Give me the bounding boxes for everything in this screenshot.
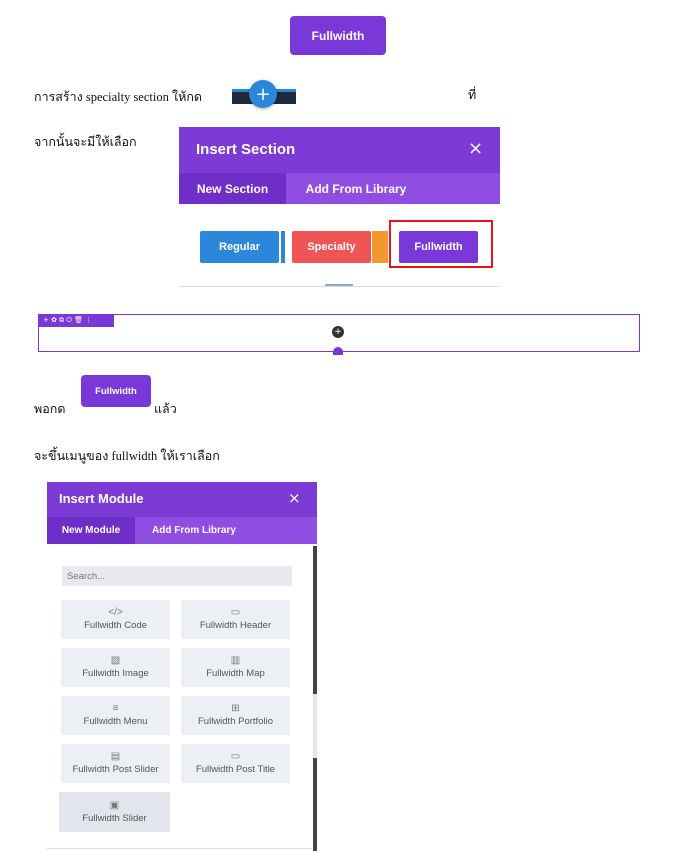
tab-module-library-label: Add From Library bbox=[152, 525, 236, 536]
module-search-input[interactable] bbox=[62, 566, 292, 586]
fullwidth-button-top-label: Fullwidth bbox=[311, 28, 365, 43]
regular-button-edge bbox=[281, 231, 285, 263]
module-list-scrollbar-track[interactable] bbox=[313, 546, 317, 851]
tab-new-section-label: New Section bbox=[196, 181, 269, 196]
module-list-scrollbar-thumb[interactable] bbox=[313, 546, 317, 694]
insert-section-tabs: New Section Add From Library bbox=[179, 173, 500, 204]
step1-text-after: ที่ bbox=[468, 88, 477, 102]
module-fullwidth-header[interactable]: ▭ Fullwidth Header bbox=[181, 600, 290, 639]
module-label: Fullwidth Code bbox=[84, 620, 147, 631]
step4-text: จะขึ้นเมนูของ fullwidth ให้เราเลือก bbox=[34, 449, 220, 463]
module-label: Fullwidth Image bbox=[82, 668, 149, 679]
insert-module-header: Insert Module × bbox=[47, 482, 317, 517]
post-slider-icon: ▤ bbox=[110, 751, 121, 762]
dialog-bottom-mark bbox=[325, 284, 353, 286]
map-icon: ▥ bbox=[230, 655, 241, 666]
image-icon: ▨ bbox=[110, 655, 121, 666]
slider-icon: ▣ bbox=[109, 799, 120, 811]
step3-text-before: พอกด bbox=[34, 402, 66, 416]
close-icon[interactable]: × bbox=[288, 489, 301, 507]
insert-module-dialog: Insert Module × New Module Add From Libr… bbox=[47, 482, 317, 851]
dialog-bottom-line bbox=[179, 286, 500, 287]
insert-section-dialog: Insert Section × New Section Add From Li… bbox=[179, 127, 500, 288]
specialty-button-edge bbox=[372, 231, 388, 263]
add-module-button[interactable]: + bbox=[332, 326, 344, 338]
fullwidth-highlight-box bbox=[389, 220, 493, 268]
module-label: Fullwidth Portfolio bbox=[198, 716, 273, 727]
close-icon[interactable]: × bbox=[468, 138, 484, 159]
module-fullwidth-portfolio[interactable]: ⊞ Fullwidth Portfolio bbox=[181, 696, 290, 735]
code-icon: </> bbox=[108, 607, 123, 618]
grid-icon: ⊞ bbox=[231, 703, 240, 714]
step1-text: การสร้าง specialty section ให้กด bbox=[34, 90, 203, 104]
tab-module-library[interactable]: Add From Library bbox=[135, 517, 253, 544]
add-section-plus-button[interactable]: + bbox=[249, 80, 277, 108]
menu-icon: ≡ bbox=[112, 703, 119, 714]
module-fullwidth-map[interactable]: ▥ Fullwidth Map bbox=[181, 648, 290, 687]
step3-text-after: แล้ว bbox=[154, 402, 177, 416]
fullwidth-section-button[interactable]: Fullwidth bbox=[399, 231, 478, 263]
insert-section-title: Insert Section bbox=[196, 141, 296, 158]
module-label: Fullwidth Menu bbox=[83, 716, 148, 727]
regular-button[interactable]: Regular bbox=[200, 231, 279, 263]
insert-module-title: Insert Module bbox=[59, 491, 144, 506]
insert-section-header: Insert Section × bbox=[179, 127, 500, 173]
plus-icon: + bbox=[255, 83, 271, 105]
tab-new-module-label: New Module bbox=[61, 525, 121, 536]
tab-add-from-library[interactable]: Add From Library bbox=[286, 173, 426, 204]
module-label: Fullwidth Post Slider bbox=[72, 764, 159, 775]
plus-icon: + bbox=[334, 327, 342, 337]
module-fullwidth-image[interactable]: ▨ Fullwidth Image bbox=[61, 648, 170, 687]
header-icon: ▭ bbox=[230, 607, 241, 618]
module-list-scrollbar-thumb-lower[interactable] bbox=[313, 758, 317, 851]
section-toolbar[interactable]: + ✿ ⧉ ⏻ 🗑 ⋮ bbox=[38, 314, 114, 327]
tab-new-module[interactable]: New Module bbox=[47, 517, 135, 544]
fullwidth-button-inline[interactable]: Fullwidth bbox=[81, 375, 151, 407]
module-fullwidth-post-title[interactable]: ▭ Fullwidth Post Title bbox=[181, 744, 290, 783]
module-label: Fullwidth Header bbox=[199, 620, 272, 631]
module-label: Fullwidth Slider bbox=[82, 812, 147, 824]
fullwidth-button-top[interactable]: Fullwidth bbox=[290, 16, 386, 55]
module-fullwidth-menu[interactable]: ≡ Fullwidth Menu bbox=[61, 696, 170, 735]
post-title-icon: ▭ bbox=[230, 751, 241, 762]
tab-new-section[interactable]: New Section bbox=[179, 173, 286, 204]
regular-button-label: Regular bbox=[219, 241, 260, 253]
module-fullwidth-post-slider[interactable]: ▤ Fullwidth Post Slider bbox=[61, 744, 170, 783]
module-fullwidth-code[interactable]: </> Fullwidth Code bbox=[61, 600, 170, 639]
add-row-button[interactable] bbox=[333, 347, 343, 355]
specialty-button[interactable]: Specialty bbox=[292, 231, 371, 263]
module-list-bottom-line bbox=[47, 848, 312, 849]
module-label: Fullwidth Map bbox=[206, 668, 265, 679]
specialty-button-label: Specialty bbox=[307, 241, 356, 253]
module-label: Fullwidth Post Title bbox=[195, 764, 276, 775]
module-fullwidth-slider[interactable]: ▣ Fullwidth Slider bbox=[59, 792, 170, 832]
tab-add-from-library-label: Add From Library bbox=[305, 181, 407, 196]
fullwidth-section-button-label: Fullwidth bbox=[414, 241, 463, 253]
insert-module-tabs: New Module Add From Library bbox=[47, 517, 317, 544]
step2-text: จากนั้นจะมีให้เลือก bbox=[34, 135, 137, 149]
fullwidth-button-inline-label: Fullwidth bbox=[95, 385, 137, 397]
